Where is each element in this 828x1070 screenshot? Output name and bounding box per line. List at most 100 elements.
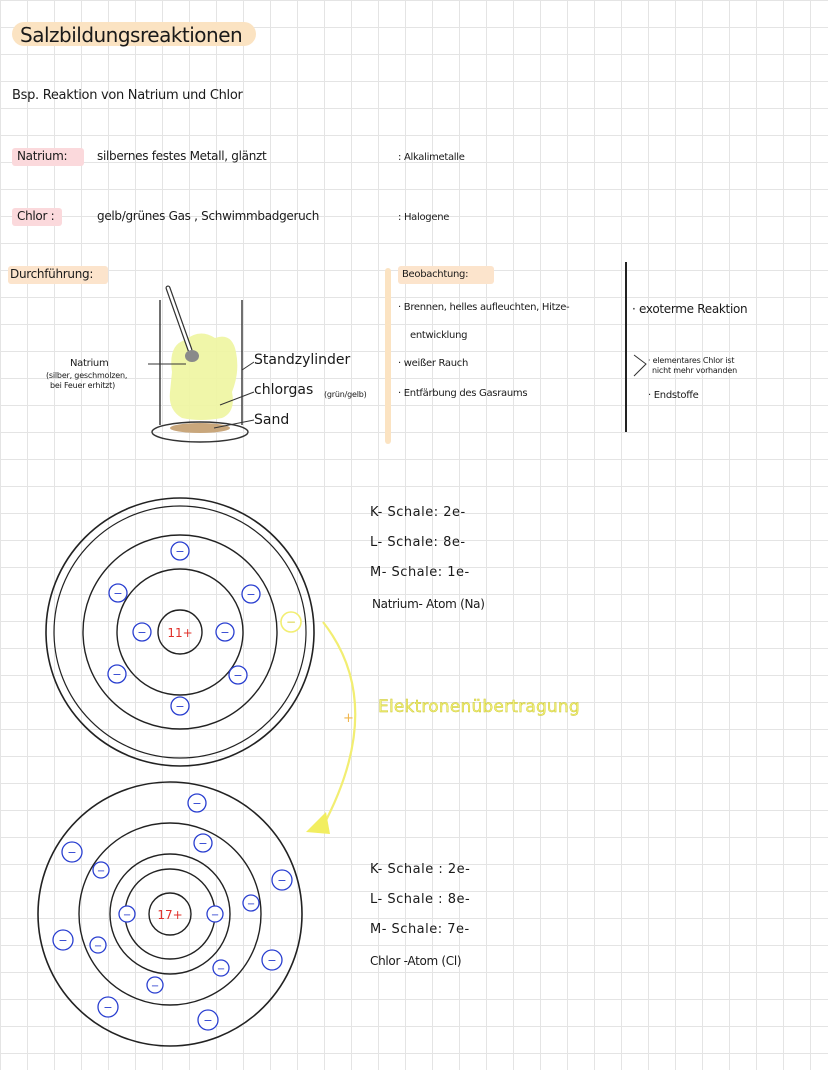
observation-2: · weißer Rauch [398, 358, 469, 369]
pointer-standzylinder [241, 361, 255, 371]
electron: − [92, 861, 110, 879]
electron: − [193, 833, 213, 853]
sodium-sample [185, 350, 199, 362]
electron-sign: − [151, 981, 159, 992]
na-shell-k: K- Schale: 2e- [370, 505, 466, 520]
electron-sign: − [94, 941, 102, 952]
conclusion-2b: nicht mehr vorhanden [652, 366, 737, 375]
electron: − [61, 841, 83, 863]
observation-3: · Entfärbung des Gasraums [398, 388, 528, 399]
electron-sign: − [211, 910, 219, 921]
cl-nucleus [148, 892, 192, 936]
transfer-curve [321, 621, 357, 829]
cl-nucleus-charge: 17+ [157, 908, 182, 922]
electron: − [280, 611, 302, 633]
na-shell-m: M- Schale: 1e- [370, 565, 470, 580]
na-outer-ring-2 [53, 505, 307, 759]
natrium-sample-note-2: bei Feuer erhitzt) [50, 381, 116, 390]
electron: − [146, 976, 164, 994]
electron-sign: − [198, 837, 207, 850]
electron-sign: − [58, 934, 67, 947]
electron-sign: − [247, 899, 255, 910]
electron: − [206, 905, 224, 923]
na-nucleus [157, 609, 203, 655]
electron: − [242, 894, 260, 912]
cl-outer-ring [37, 781, 303, 1047]
electron: − [89, 936, 107, 954]
electron: − [97, 996, 119, 1018]
label-sand: Sand [254, 412, 290, 428]
electron: − [108, 583, 128, 603]
electron-sign: − [246, 588, 255, 601]
cl-atom-name: Chlor -Atom (Cl) [370, 954, 462, 968]
natrium-category: : Alkalimetalle [398, 152, 465, 163]
chlor-label: Chlor : [17, 209, 55, 223]
electron: − [241, 584, 261, 604]
electron-sign: − [97, 866, 105, 877]
electron-sign: − [286, 615, 296, 629]
electron: − [197, 1009, 219, 1031]
na-atom-name: Natrium- Atom (Na) [372, 597, 485, 611]
cl-shell-k: K- Schale : 2e- [370, 862, 471, 877]
electron-sign: − [137, 626, 146, 639]
conclusion-3: · Endstoffe [648, 390, 699, 401]
na-shell-1 [116, 568, 244, 696]
transfer-plus: + [343, 711, 354, 726]
natrium-description: silbernes festes Metall, glänzt [97, 149, 267, 163]
conclusion-1: · exoterme Reaktion [632, 302, 748, 316]
observation-1b: entwicklung [410, 330, 468, 341]
spoon-handle-inner [166, 286, 192, 352]
chlor-category: : Halogene [398, 212, 450, 223]
label-chlorgas-note: (grün/gelb) [324, 390, 367, 399]
electron-sign: − [192, 797, 201, 810]
cl-shell-3 [78, 822, 262, 1006]
electron: − [261, 949, 283, 971]
chlorine-gas-cloud [169, 333, 238, 420]
natrium-atom-diagram: 11+ [45, 497, 315, 767]
cl-shell-l: L- Schale : 8e- [370, 892, 471, 907]
sand-layer [170, 423, 230, 433]
electron: − [212, 959, 230, 977]
electron: − [170, 541, 190, 561]
durchfuehrung-highlight [8, 266, 108, 284]
example-line: Bsp. Reaktion von Natrium und Chlor [12, 88, 243, 103]
electron-sign: − [175, 545, 184, 558]
chlor-atom-diagram: 17+ [37, 781, 303, 1047]
observation-1: · Brennen, helles aufleuchten, Hitze- [398, 302, 570, 313]
beobachtung-label: Beobachtung: [402, 269, 469, 280]
na-outer-ring [45, 497, 315, 767]
beobachtung-highlight [398, 266, 494, 284]
electron-sign: − [267, 954, 276, 967]
electron: − [187, 793, 207, 813]
natrium-highlight [12, 148, 84, 166]
label-standzylinder: Standzylinder [254, 352, 351, 368]
electrons: − − − − − − − − − − − − − − − − − − − − … [52, 541, 302, 1031]
natrium-label: Natrium: [17, 149, 68, 163]
transfer-arrow: + [306, 621, 357, 834]
cl-shell-2 [109, 853, 231, 975]
electron-sign: − [220, 626, 229, 639]
na-shell-l: L- Schale: 8e- [370, 535, 466, 550]
cylinder-base [151, 421, 249, 443]
electron: − [132, 622, 152, 642]
electron-sign: − [175, 700, 184, 713]
electron: − [215, 622, 235, 642]
electron-sign: − [103, 1001, 112, 1014]
durchfuehrung-label: Durchführung: [10, 267, 94, 281]
electron-sign: − [217, 964, 225, 975]
electron: − [271, 869, 293, 891]
pointer-chlorgas [219, 391, 255, 406]
electron-sign: − [203, 1014, 212, 1027]
electron: − [52, 929, 74, 951]
electron-sign: − [233, 669, 242, 682]
na-shell-2 [82, 534, 278, 730]
chlor-description: gelb/grünes Gas , Schwimmbadgeruch [97, 209, 320, 223]
title-highlight [12, 22, 256, 46]
page-title: Salzbildungsreaktionen [20, 23, 243, 47]
natrium-sample-note-1: (silber, geschmolzen, [46, 371, 128, 380]
natrium-sample-label: Natrium [70, 358, 109, 369]
transfer-arrowhead [306, 812, 330, 834]
electron: − [170, 696, 190, 716]
label-chlorgas: chlorgas [254, 382, 314, 398]
